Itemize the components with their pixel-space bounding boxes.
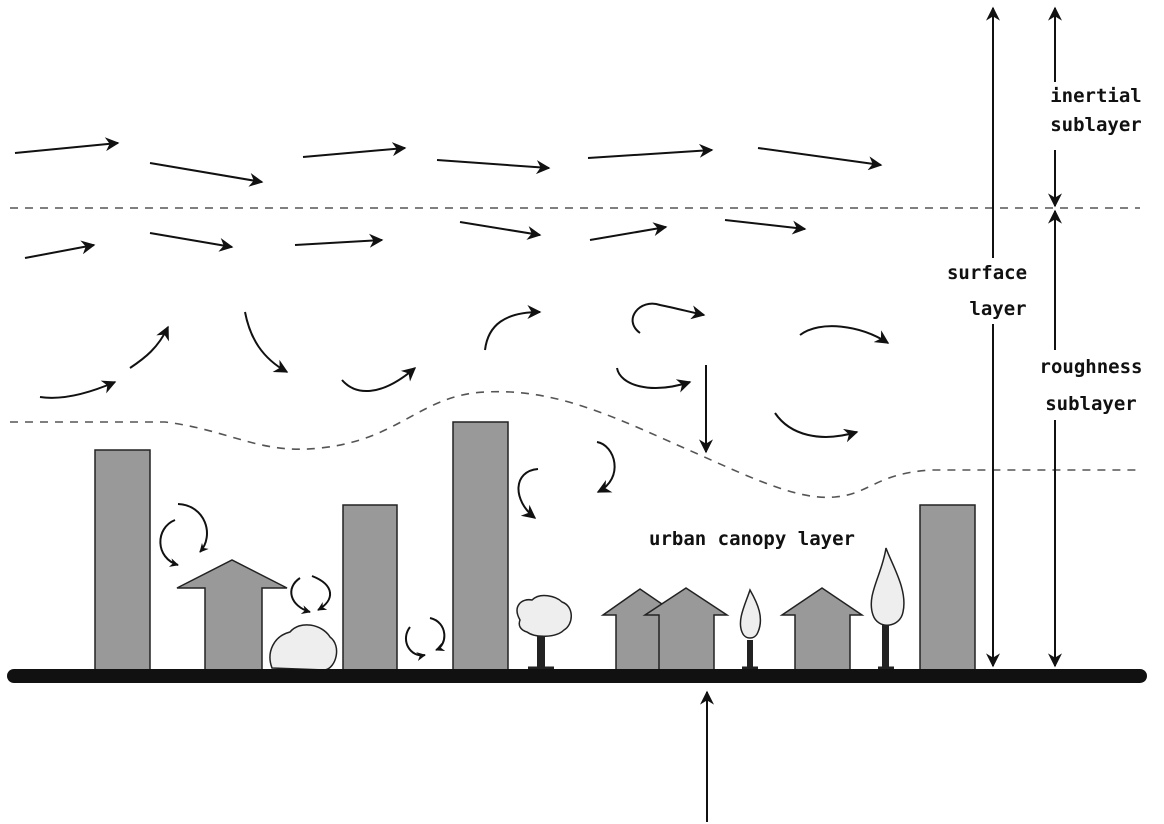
tall-building-2 — [342, 504, 398, 671]
roughness-sublayer-label-line2: sublayer — [1045, 393, 1137, 415]
tree-crown-3 — [870, 547, 905, 626]
tree-trunk-2 — [747, 640, 753, 668]
wind-arrows-lower — [24, 219, 807, 259]
tall-building-4 — [919, 504, 976, 671]
tree-trunk-1 — [537, 632, 545, 668]
inertial-sublayer-label-line1: inertial — [1050, 85, 1142, 107]
inertial-sublayer-label-line2: sublayer — [1050, 114, 1142, 136]
roughness-boundary-line — [10, 390, 1140, 499]
buildings — [94, 421, 976, 671]
trees — [269, 547, 905, 671]
house-3 — [642, 587, 730, 671]
wind-arrows-upper — [14, 137, 883, 187]
bush-1 — [269, 624, 338, 671]
house-4 — [779, 587, 865, 671]
tree-trunk-3 — [882, 625, 889, 668]
tall-building-1 — [94, 449, 151, 671]
tree-crown-2 — [739, 588, 762, 639]
turbulent-eddies — [39, 302, 890, 661]
surface-layer-label-line1: surface — [947, 262, 1027, 284]
tall-building-3 — [452, 421, 509, 671]
tree-crown-1 — [516, 594, 572, 637]
roughness-sublayer-label-line1: roughness — [1040, 356, 1143, 378]
surface-layer-label-line2: layer — [969, 298, 1026, 320]
house-1 — [176, 559, 288, 671]
urban-canopy-layer-label: urban canopy layer — [649, 528, 855, 550]
